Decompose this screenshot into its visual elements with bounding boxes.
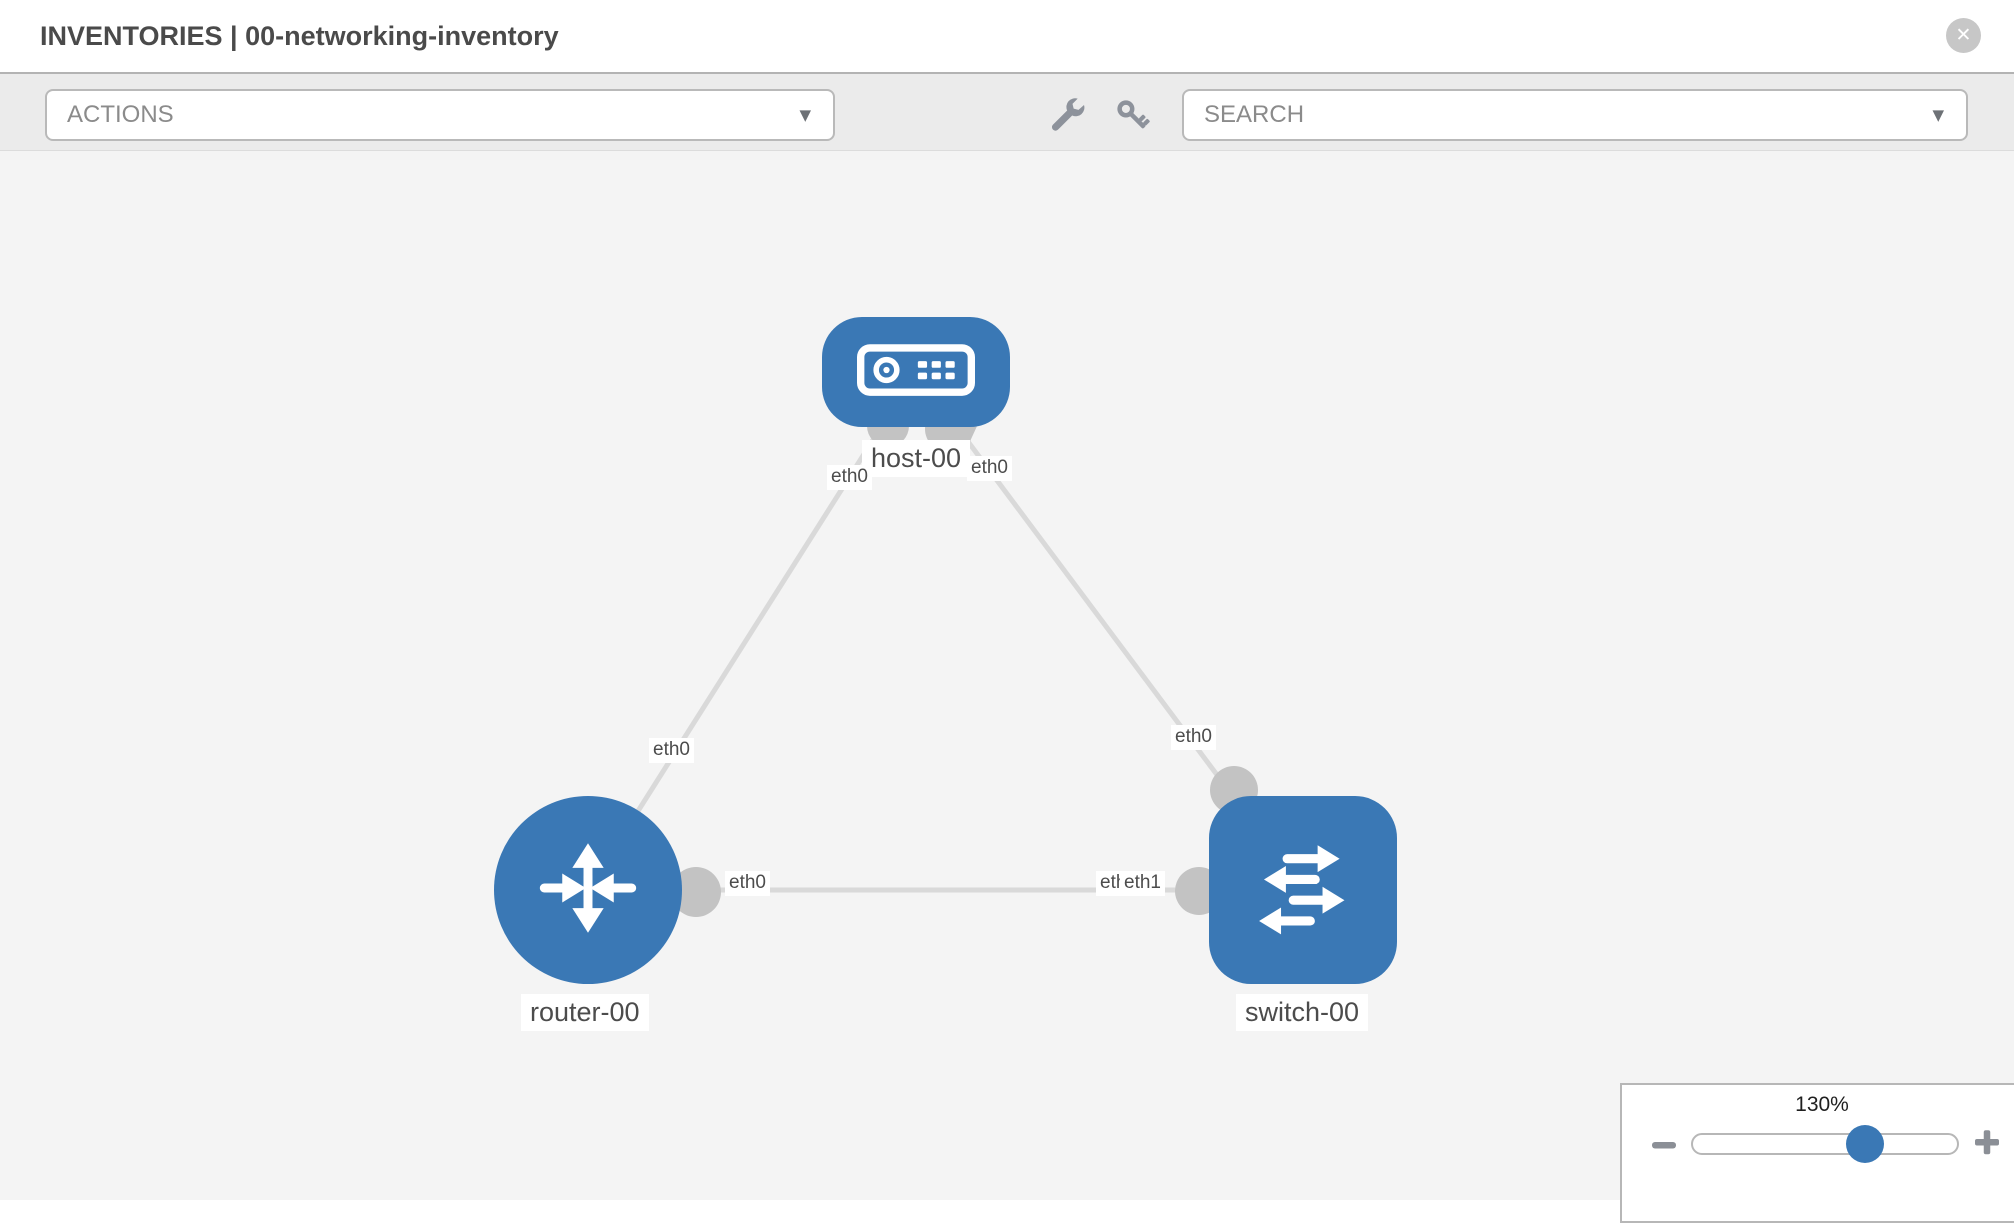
host-icon [857,342,975,403]
zoom-slider-track[interactable] [1691,1133,1959,1155]
close-button[interactable]: ✕ [1946,18,1981,53]
topology-canvas[interactable] [0,151,2014,1200]
zoom-out-button[interactable] [1650,1131,1678,1164]
switch-icon [1242,827,1364,954]
iface-label-router-to-host: eth0 [649,738,694,763]
chevron-down-icon: ▼ [1932,106,1944,124]
minus-icon [1652,1142,1676,1149]
iface-label-router-to-switch: eth0 [725,871,770,896]
iface-label-switch-to-host: eth0 [1171,725,1216,750]
title-bar: INVENTORIES | 00-networking-inventory ✕ [0,0,2014,74]
node-label-switch: switch-00 [1236,994,1369,1032]
search-dropdown-label: SEARCH [1204,101,1305,128]
port-connector-router-right[interactable] [671,867,721,917]
zoom-in-button[interactable] [1972,1127,2002,1162]
iface-label-switch-to-router: eth1 [1120,871,1165,896]
iface-label-host-to-switch: eth0 [967,456,1012,481]
search-dropdown[interactable]: SEARCH ▼ [1182,89,1968,141]
link-host-router [585,370,919,892]
node-router-00[interactable] [494,796,682,984]
node-switch-00[interactable] [1209,796,1397,984]
node-host-00[interactable] [822,317,1010,427]
zoom-control-panel: 130% [1620,1083,2014,1223]
actions-dropdown-label: ACTIONS [67,101,174,128]
zoom-slider-thumb[interactable] [1846,1125,1884,1163]
router-icon [532,832,644,949]
close-icon: ✕ [1955,24,1972,46]
zoom-level-value: 130% [1795,1093,1849,1116]
page-title: INVENTORIES | 00-networking-inventory [40,21,559,51]
wrench-tool-button[interactable] [1048,95,1088,140]
node-label-router: router-00 [521,994,649,1032]
chevron-down-icon: ▼ [799,106,811,124]
wrench-icon [1051,98,1085,131]
toolbar: ACTIONS ▼ SEARCH ▼ [0,74,2014,151]
node-label-host: host-00 [862,440,971,478]
port-connector-host-tail [950,424,978,450]
plus-icon [1975,1130,1999,1155]
key-tool-button[interactable] [1112,95,1154,142]
actions-dropdown[interactable]: ACTIONS ▼ [45,89,835,141]
iface-label-host-to-router: eth0 [827,465,872,490]
key-icon [1117,100,1150,129]
